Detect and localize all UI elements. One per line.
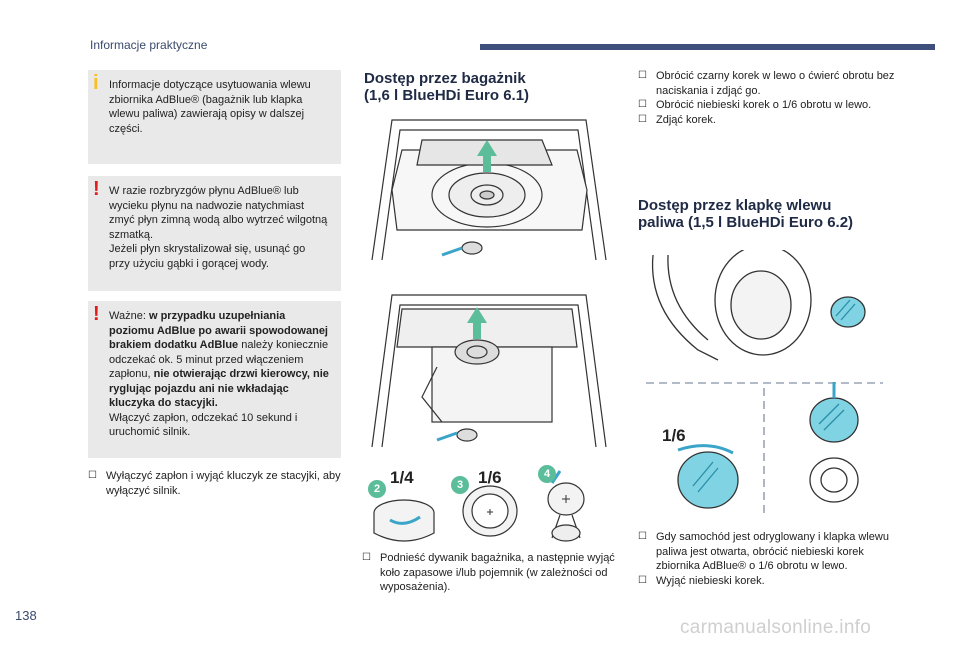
checkbox-icon: ☐ <box>638 70 647 81</box>
step-number-4: 4 <box>538 465 556 483</box>
step-label-3: 1/6 <box>478 468 502 487</box>
watermark: carmanualsonline.info <box>680 617 872 638</box>
trunk-illustration-1 <box>362 110 616 275</box>
warning1-text-2: Jeżeli płyn skrystalizował się, usunąć g… <box>109 243 306 270</box>
warning2-text: Ważne: w przypadku uzupełniania poziomu … <box>109 310 329 409</box>
warning2-tail: Włączyć zapłon, odczekać 10 sekund i uru… <box>109 411 298 439</box>
trunk-illustration-2 <box>362 287 616 457</box>
col3-bullets-top: ☐Obrócić czarny korek w lewo o ćwierć ob… <box>638 70 895 126</box>
fraction-label: 1/6 <box>662 426 686 445</box>
warning1-text-1: W razie rozbryzgów płynu AdBlue® lub wyc… <box>109 185 328 241</box>
info-box: i Informacje dotyczące usytuowania wlewu… <box>88 70 341 164</box>
section-heading-trunk: Dostęp przez bagażnik (1,6 l BlueHDi Eur… <box>364 70 530 104</box>
checkbox-icon: ☐ <box>638 99 647 110</box>
info-icon: i <box>93 72 99 94</box>
warning-box-2: ! Ważne: w przypadku uzupełniania poziom… <box>88 301 341 458</box>
step-label-2: 1/4 <box>390 468 414 487</box>
fuel-flap-illustration <box>638 250 888 522</box>
step-number-2: 2 <box>368 480 386 498</box>
checkbox-icon: ☐ <box>638 574 647 586</box>
header-bar <box>480 44 935 50</box>
checkbox-icon: ☐ <box>638 531 647 542</box>
page-number: 138 <box>15 608 37 623</box>
info-box-text: Informacje dotyczące usytuowania wlewu z… <box>109 79 311 135</box>
warning-icon: ! <box>93 303 100 325</box>
checkbox-icon: ☐ <box>88 470 97 481</box>
step-number-3: 3 <box>451 476 469 494</box>
section-heading-flap: Dostęp przez klapkę wlewu paliwa (1,5 l … <box>638 197 854 231</box>
col3-bullets-bottom: ☐Gdy samochód jest odryglowany i klapka … <box>638 531 889 587</box>
cap-steps-illustration <box>362 463 616 548</box>
header-title: Informacje praktyczne <box>90 38 208 52</box>
warning-icon: ! <box>93 178 100 200</box>
checkbox-icon: ☐ <box>638 113 647 125</box>
checkbox-icon: ☐ <box>362 552 371 563</box>
col1-bullet: ☐Wyłączyć zapłon i wyjąć kluczyk ze stac… <box>88 470 341 497</box>
warning-box-1: ! W razie rozbryzgów płynu AdBlue® lub w… <box>88 176 341 291</box>
col2-bullet: ☐Podnieść dywanik bagażnika, a następnie… <box>362 552 615 593</box>
